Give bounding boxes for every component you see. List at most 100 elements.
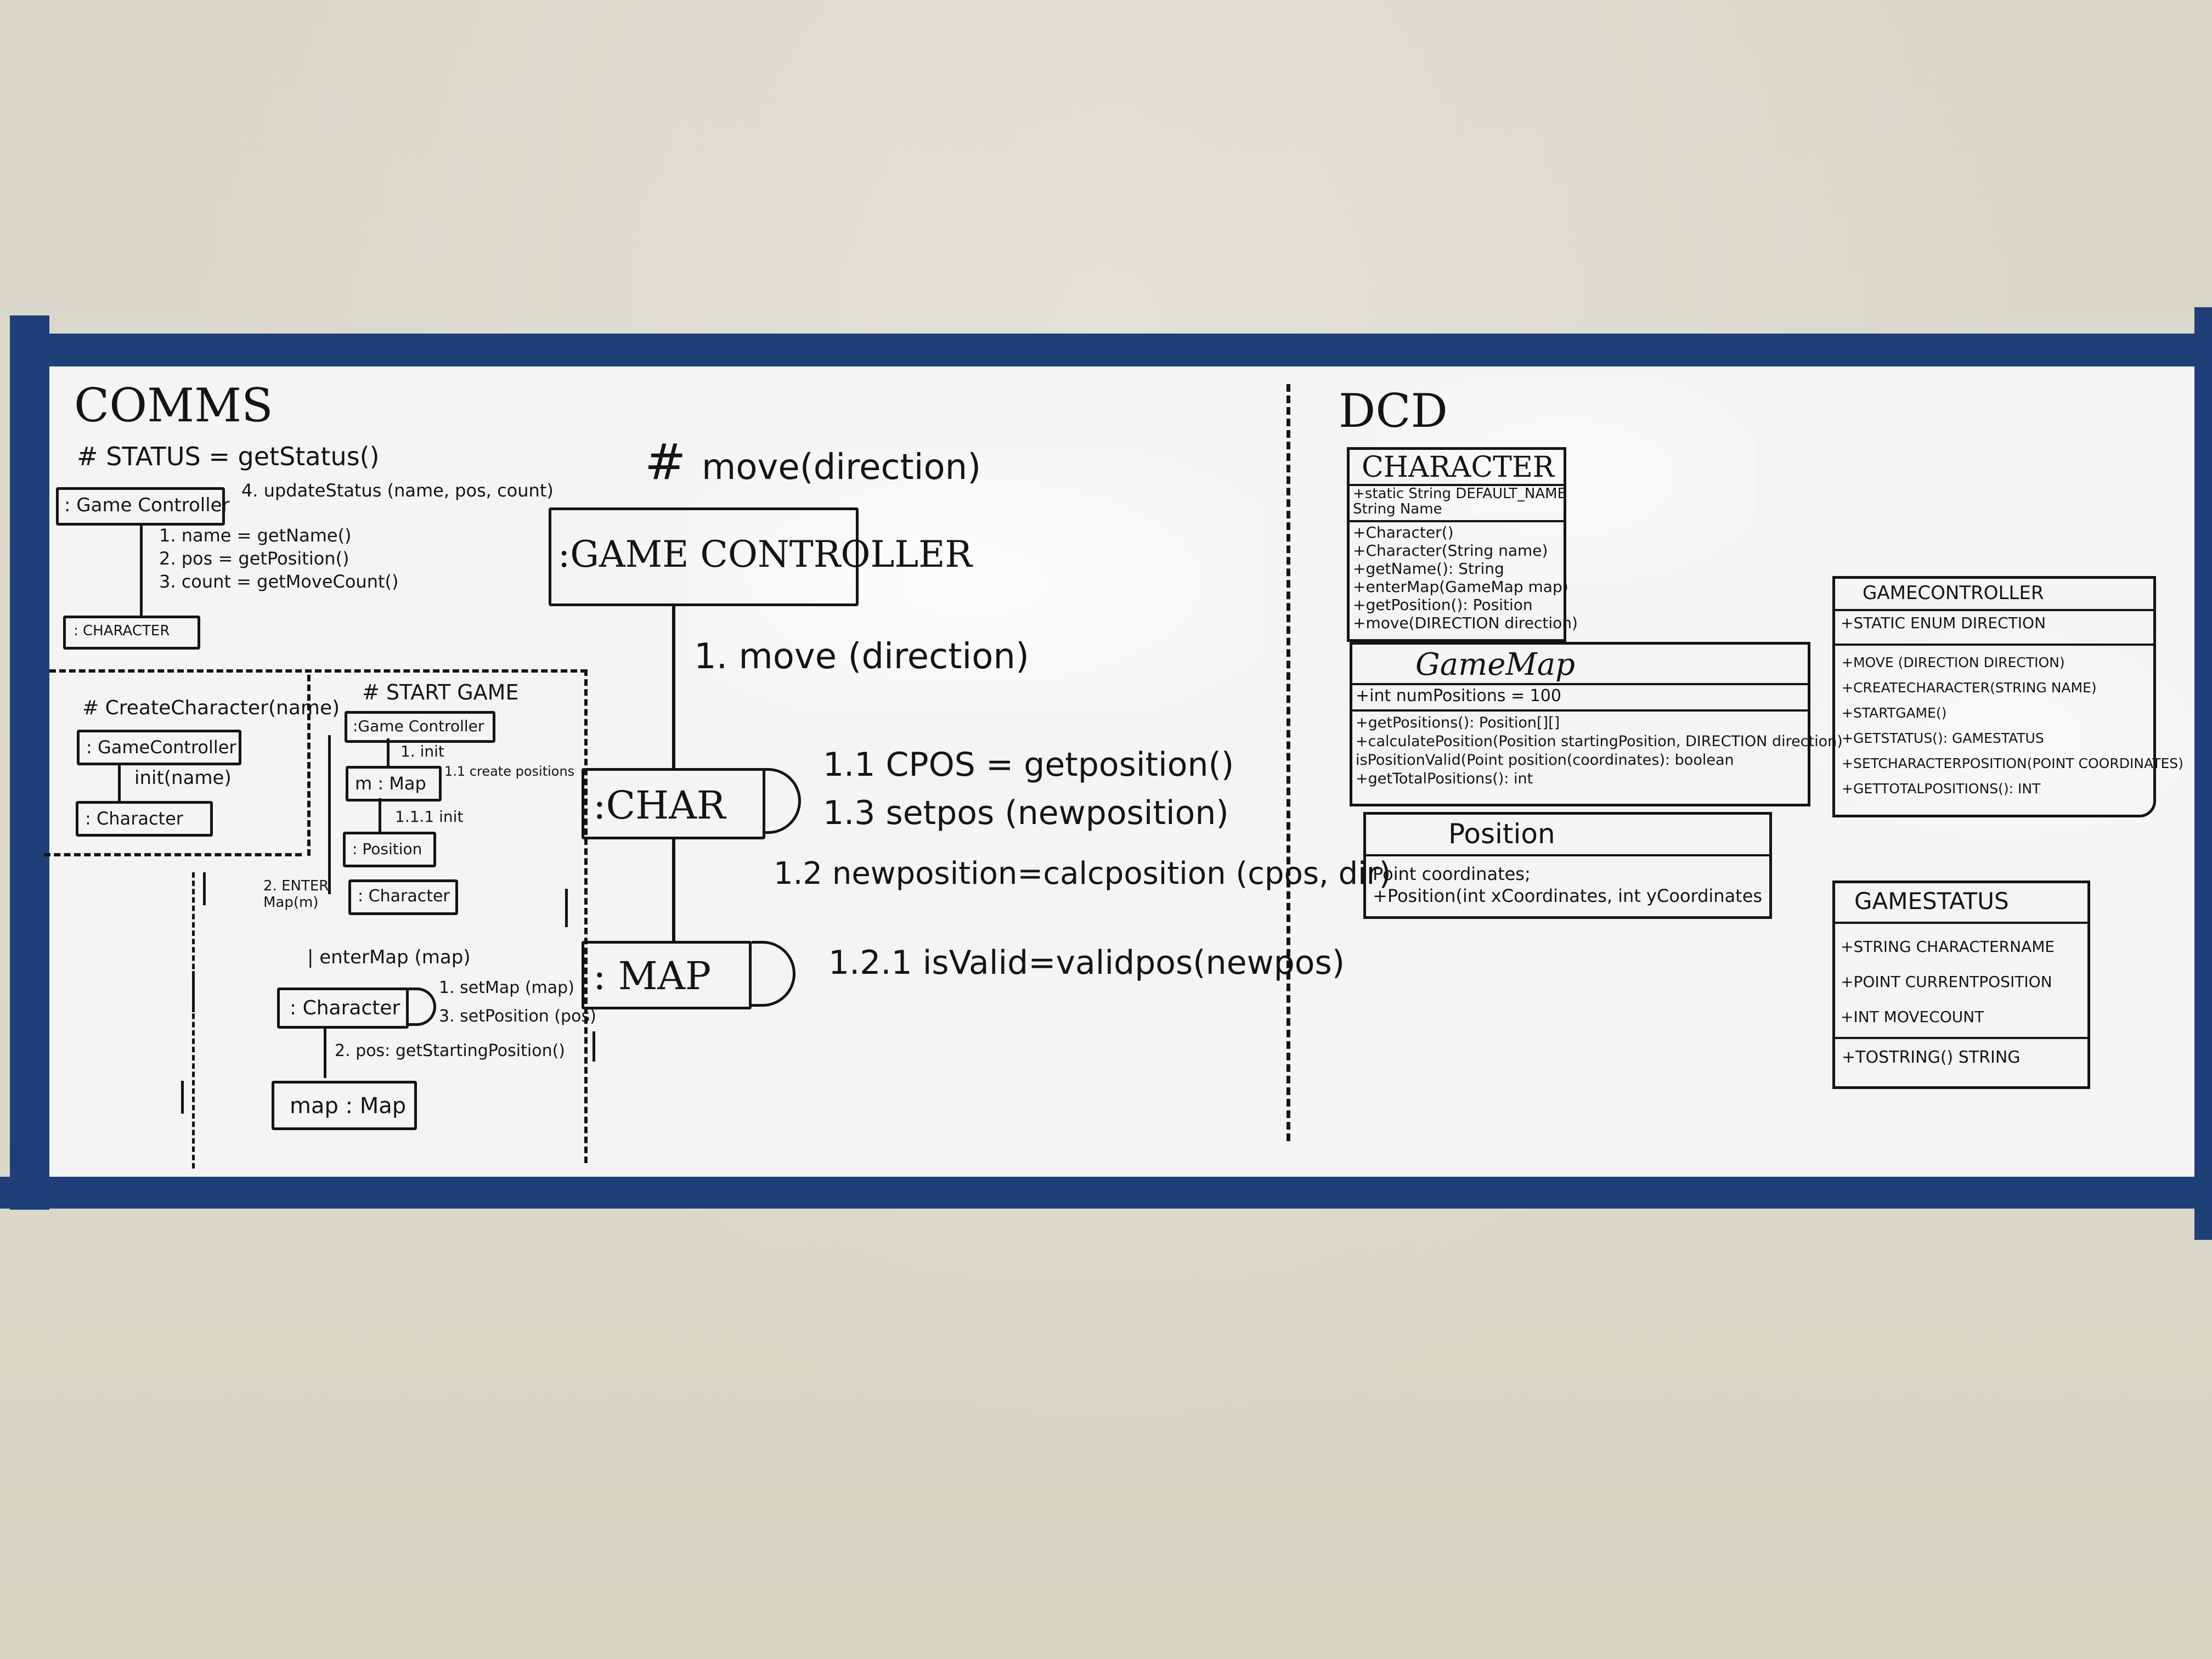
dcd-gamecontroller-method: +MOVE (DIRECTION DIRECTION)	[1842, 654, 2065, 670]
dcd-gamemap-method: +getPositions(): Position[][]	[1356, 714, 1560, 731]
glare	[686, 450, 1262, 713]
dcd-character-attr: String Name	[1353, 501, 1442, 517]
dcd-character-method: +Character()	[1353, 523, 1454, 541]
move-header: # move(direction)	[645, 433, 981, 491]
enter-self-messages: 1. setMap (map) 3. setPosition (pos)	[439, 974, 596, 1031]
dcd-character-divider	[1350, 520, 1564, 522]
dcd-gamemap-method: +getTotalPositions(): int	[1356, 770, 1533, 787]
move-map-box: : MAP	[582, 941, 752, 1009]
create-controller-box: : GameController	[77, 730, 241, 765]
stray-mark	[592, 1031, 595, 1062]
move-char-messages: 1.1 CPOS = getposition() 1.3 setpos (new…	[823, 741, 1234, 837]
status-character-label: : CHARACTER	[74, 623, 170, 639]
move-controller-label: :GAME CONTROLLER	[558, 533, 973, 575]
start-create-positions: 1.1 create positions	[444, 764, 575, 779]
hash-mark: #	[645, 433, 702, 491]
tape-bottom	[0, 1177, 2212, 1209]
start-map-box: m : Map	[346, 766, 442, 802]
start-map-label: m : Map	[355, 773, 426, 794]
status-update-msg: 4. updateStatus (name, pos, count)	[241, 480, 554, 501]
dcd-character-attrs: +static String DEFAULT_NAME String Name	[1353, 486, 1566, 517]
stray-mark	[203, 872, 206, 905]
dcd-position-attr: +Position(int xCoordinates, int yCoordin…	[1373, 885, 1763, 906]
hash-mark: #	[362, 680, 386, 704]
dcd-gamemap-name: GameMap	[1415, 647, 1575, 682]
dcd-gamecontroller-method: +GETTOTALPOSITIONS(): INT	[1842, 781, 2041, 797]
enter-character-box: : Character	[277, 988, 409, 1029]
move-link-1	[672, 603, 675, 768]
dcd-gamecontroller-attr: +STATIC ENUM DIRECTION	[1841, 614, 2046, 632]
dcd-character-name: CHARACTER	[1362, 451, 1554, 484]
dcd-gamecontroller-name: GAMECONTROLLER	[1863, 582, 2044, 604]
comms-divider-lower	[192, 872, 195, 1169]
pipe-mark: |	[307, 946, 320, 968]
stray-mark	[181, 1081, 184, 1114]
dcd-gamestatus-attr: +INT MOVECOUNT	[1841, 1008, 1984, 1026]
comms-separator-top	[49, 669, 587, 673]
dcd-position-divider	[1366, 854, 1769, 856]
comms-divider-left	[307, 675, 311, 856]
stray-mark	[565, 889, 568, 927]
dcd-position-name: Position	[1448, 818, 1555, 850]
create-header-text: CreateCharacter(name)	[105, 697, 340, 719]
tape-right	[2194, 307, 2212, 1240]
status-link	[140, 523, 143, 616]
dcd-gamemap-method: +calculatePosition(Position startingPosi…	[1356, 733, 1843, 750]
enter-header-text: enterMap (map)	[319, 946, 471, 968]
dcd-gamemap-methods: +getPositions(): Position[][] +calculate…	[1356, 714, 1843, 788]
comms-dcd-divider	[1286, 384, 1290, 1141]
create-character-label: : Character	[85, 808, 183, 829]
dcd-character-methods: +Character() +Character(String name) +ge…	[1353, 523, 1578, 632]
enter-set-position: 3. setPosition (pos)	[439, 1007, 596, 1026]
enter-link	[324, 1026, 326, 1078]
start-link-2	[379, 798, 381, 832]
enter-map-label: map : Map	[290, 1093, 407, 1119]
dcd-gamemap-class: GameMap +int numPositions = 100 +getPosi…	[1350, 642, 1843, 806]
start-link-3	[328, 735, 331, 894]
start-position-label: : Position	[352, 840, 422, 858]
start-header: # START GAME	[362, 680, 518, 704]
start-enter-map: 2. ENTER Map(m)	[263, 878, 329, 911]
move-msg-1-2-1: 1.2.1 isValid=validpos(newpos)	[828, 944, 1345, 982]
start-link-1	[387, 738, 390, 766]
dcd-gamemap-method: isPositionValid(Point position(coordinat…	[1356, 752, 1734, 769]
dcd-position-attrs: Point coordinates; +Position(int xCoordi…	[1373, 863, 1762, 907]
dcd-character-class: CHARACTER +static String DEFAULT_NAME St…	[1347, 447, 1578, 642]
status-msg-3: 3. count = getMoveCount()	[159, 571, 399, 592]
dcd-character-method: +enterMap(GameMap map)	[1353, 578, 1568, 596]
dcd-position-attr: Point coordinates;	[1373, 864, 1531, 884]
dcd-gamestatus-divider	[1835, 922, 2087, 924]
dcd-gamecontroller-divider	[1835, 609, 2153, 611]
move-msg-1-1: 1.1 CPOS = getposition()	[823, 746, 1234, 784]
enter-map-box: map : Map	[272, 1081, 417, 1130]
dcd-character-method: +move(DIRECTION direction)	[1353, 614, 1578, 632]
dcd-gamestatus-name: GAMESTATUS	[1854, 888, 2009, 915]
move-msg-1-3: 1.3 setpos (newposition)	[823, 794, 1229, 832]
create-character-box: : Character	[76, 801, 213, 837]
enter-set-map: 1. setMap (map)	[439, 978, 574, 997]
dcd-gamemap-divider	[1352, 683, 1808, 685]
dcd-heading: DCD	[1339, 384, 1448, 438]
create-link	[118, 763, 121, 804]
move-char-label: :CHAR	[593, 783, 726, 828]
move-char-box: :CHAR	[582, 768, 765, 839]
dcd-gamecontroller-method: +STARTGAME()	[1842, 705, 1947, 721]
create-header: # CreateCharacter(name)	[82, 697, 340, 719]
dcd-gamecontroller-method: +GETSTATUS(): GAMESTATUS	[1842, 730, 2044, 746]
status-msg-1: 1. name = getName()	[159, 525, 352, 546]
enter-get-pos: 2. pos: getStartingPosition()	[335, 1041, 565, 1060]
comms-heading: COMMS	[74, 379, 273, 432]
move-map-label: : MAP	[593, 953, 712, 998]
status-messages: 1. name = getName() 2. pos = getPosition…	[159, 524, 399, 593]
start-character-box: : Character	[348, 879, 458, 915]
move-header-text: move(direction)	[702, 447, 981, 488]
dcd-gamestatus-class: GAMESTATUS +STRING CHARACTERNAME +POINT …	[1832, 881, 2090, 1089]
dcd-gamemap-divider	[1352, 709, 1808, 712]
start-init: 1. init	[400, 742, 444, 760]
stray-mark	[192, 971, 195, 1012]
tape-top	[22, 334, 2212, 366]
enter-header: | enterMap (map)	[307, 946, 471, 968]
start-header-text: START GAME	[386, 680, 519, 704]
start-controller-label: :Game Controller	[353, 717, 484, 735]
dcd-gamestatus-attr: +STRING CHARACTERNAME	[1841, 938, 2055, 956]
